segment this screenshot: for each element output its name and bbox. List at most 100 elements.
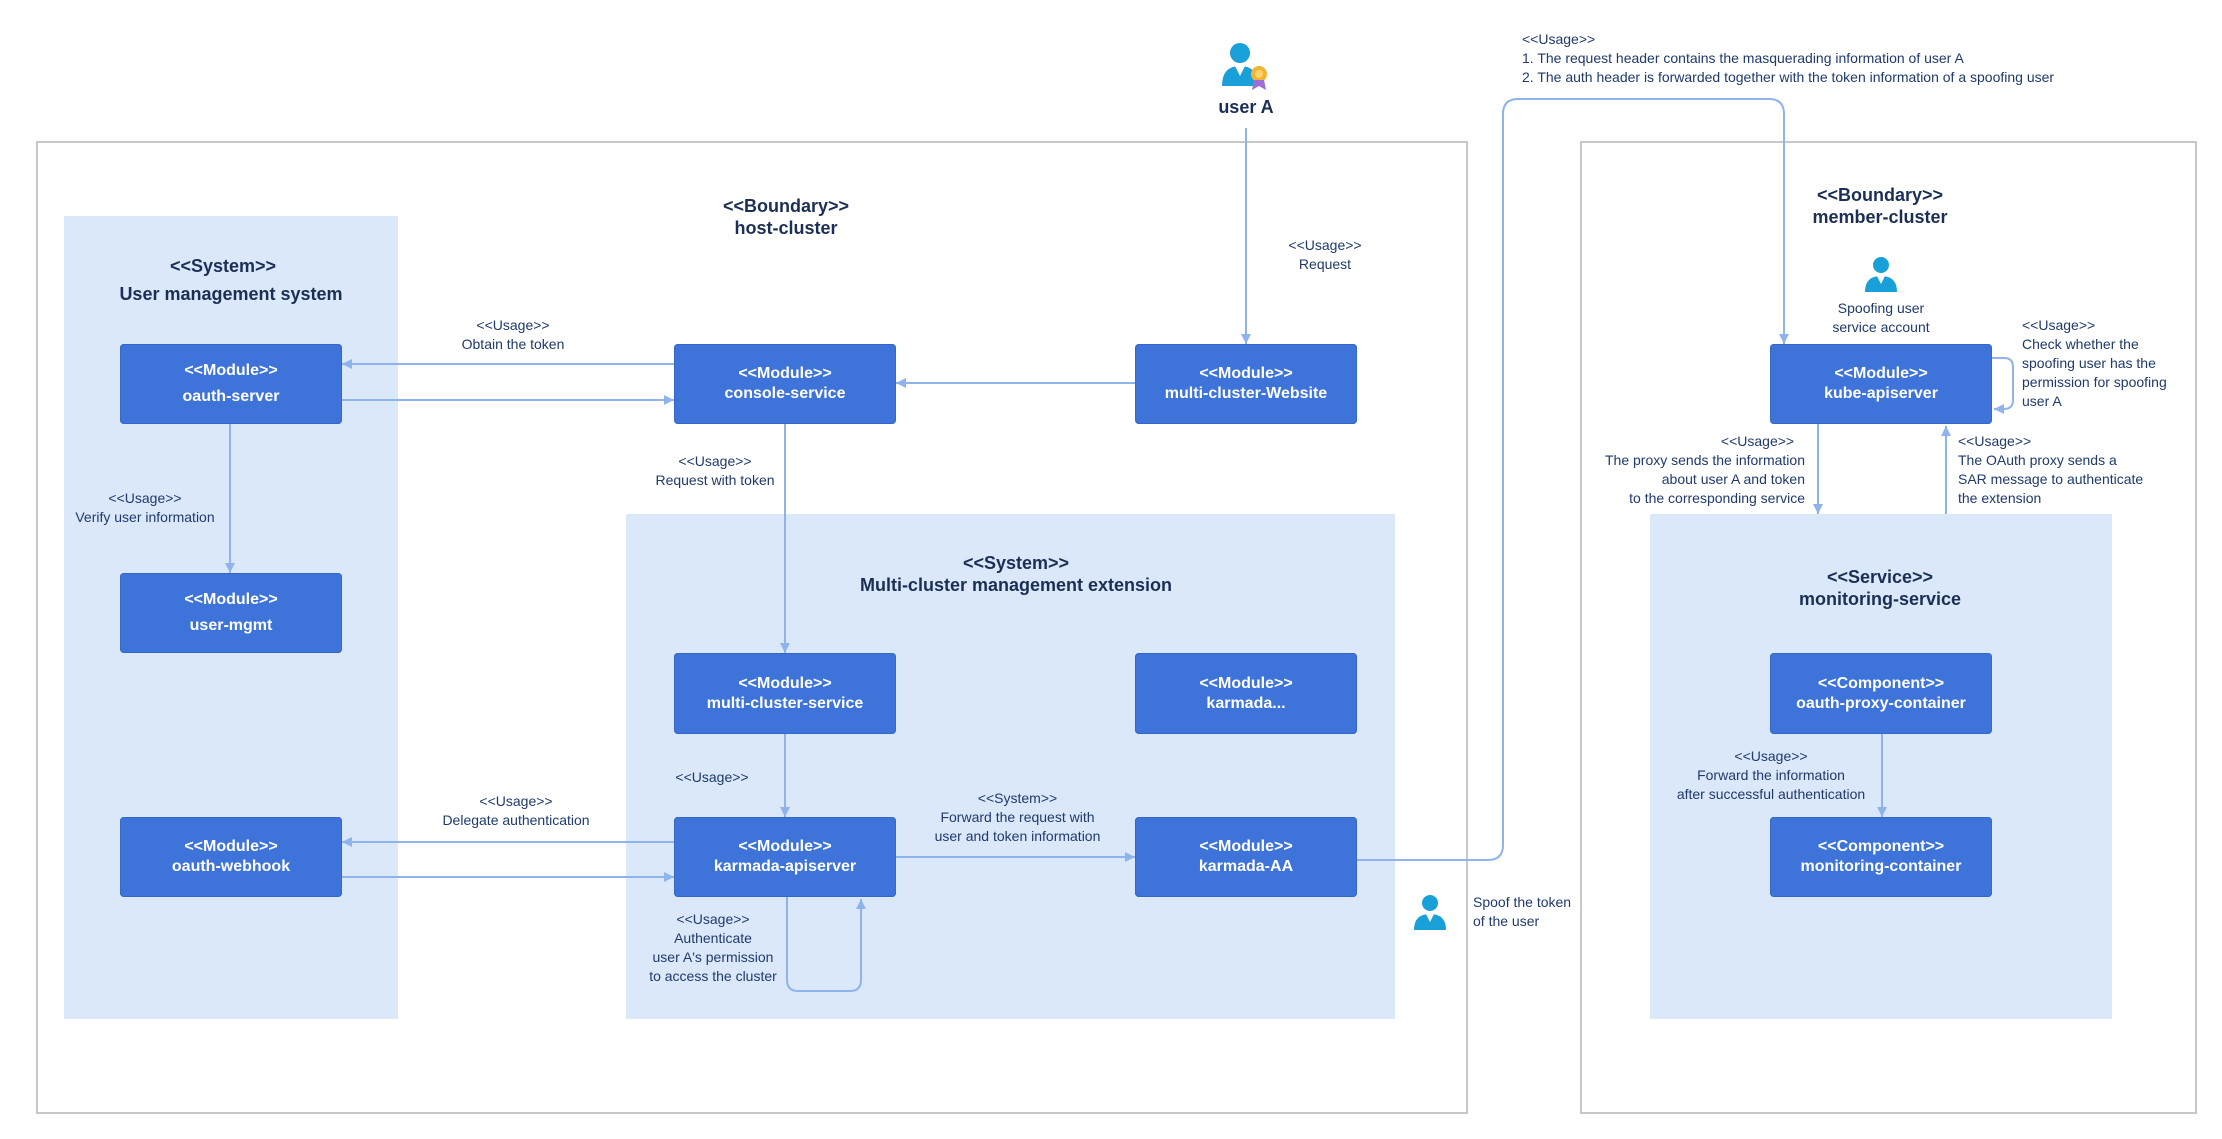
monitoring-container-component[interactable]: <<Component>> monitoring-container	[1770, 817, 1992, 897]
label-line: <<Usage>>	[476, 317, 550, 333]
label-line: The OAuth proxy sends a	[1958, 452, 2117, 468]
spoofing-user-icon	[1861, 254, 1901, 294]
forward-request-label: <<System>> Forward the request with user…	[920, 789, 1115, 846]
label-line: <<Usage>>	[678, 453, 752, 469]
obtain-token-label: <<Usage>> Obtain the token	[433, 316, 593, 354]
arrow-apiserver-self-loop	[786, 897, 866, 992]
label-line: Request	[1298, 256, 1352, 272]
host-cluster-name: host-cluster	[734, 218, 838, 238]
label-line: Request with token	[655, 472, 775, 488]
multi-cluster-website-module[interactable]: <<Module>> multi-cluster-Website	[1135, 344, 1357, 424]
label-line: <<Usage>>	[1734, 748, 1808, 764]
member-cluster-stereotype: <<Boundary>>	[1816, 185, 1944, 205]
label-line: user and token information	[934, 828, 1101, 844]
module-stereotype: <<Module>>	[184, 838, 278, 855]
spoofing-account-label: Spoofing user service account	[1816, 299, 1946, 337]
module-name: kube-apiserver	[1824, 385, 1938, 402]
label-line: Forward the information	[1697, 767, 1845, 783]
label-line: Authenticate	[674, 930, 752, 946]
check-spoof-label: <<Usage>> Check whether the spoofing use…	[2022, 316, 2167, 411]
monitoring-service-name: monitoring-service	[1798, 589, 1962, 609]
module-name: oauth-server	[182, 388, 280, 405]
top-usage-note: <<Usage>> 1. The request header contains…	[1522, 30, 2054, 87]
user-mgmt-system-stereotype: <<System>>	[169, 256, 277, 276]
proxy-sends-label: <<Usage>> The proxy sends the informatio…	[1590, 432, 1805, 508]
label-line: <<System>>	[977, 790, 1058, 806]
component-stereotype: <<Component>>	[1817, 674, 1945, 692]
module-name: karmada-AA	[1198, 858, 1294, 875]
label-line: Spoof the token	[1473, 894, 1572, 910]
label-line: spoofing user has the	[2022, 355, 2156, 371]
forward-info-label: <<Usage>> Forward the information after …	[1666, 747, 1876, 804]
oauth-webhook-module[interactable]: <<Module>> oauth-webhook	[120, 817, 342, 897]
label-line: user A's permission	[652, 949, 774, 965]
request-with-token-label: <<Usage>> Request with token	[640, 452, 790, 490]
module-stereotype: <<Module>>	[1199, 838, 1293, 855]
label-line: Delegate authentication	[442, 812, 590, 828]
label-line: <<Usage>>	[479, 793, 553, 809]
module-stereotype: <<Module>>	[184, 591, 278, 608]
kube-apiserver-module[interactable]: <<Module>> kube-apiserver	[1770, 344, 1992, 424]
module-stereotype: <<Module>>	[1199, 674, 1293, 692]
label-line: Verify user information	[75, 509, 215, 525]
label-line: Obtain the token	[461, 336, 565, 352]
module-stereotype: <<Module>>	[738, 674, 832, 692]
delegate-auth-label: <<Usage>> Delegate authentication	[426, 792, 606, 830]
spoof-token-label: Spoof the token of the user	[1473, 893, 1571, 931]
host-cluster-title: <<Boundary>> host-cluster	[686, 195, 886, 239]
label-line: to the corresponding service	[1629, 490, 1805, 506]
label-line: <<Usage>>	[2022, 317, 2096, 333]
module-name: karmada...	[1206, 694, 1286, 712]
label-line: The proxy sends the information	[1605, 452, 1805, 468]
oauth-proxy-container-component[interactable]: <<Component>> oauth-proxy-container	[1770, 653, 1992, 734]
note-line: <<Usage>>	[1522, 31, 1596, 47]
module-stereotype: <<Module>>	[738, 838, 832, 855]
label-line: Forward the request with	[940, 809, 1095, 825]
label-line: user A	[2022, 393, 2062, 409]
label-line: Spoofing user	[1837, 300, 1925, 316]
label-line: <<Usage>>	[1958, 433, 2032, 449]
module-name: multi-cluster-Website	[1164, 385, 1328, 402]
label-line: <<Usage>>	[675, 769, 749, 785]
host-cluster-boundary	[36, 141, 1468, 1114]
module-stereotype: <<Module>>	[1834, 365, 1928, 382]
mc-extension-stereotype: <<System>>	[962, 553, 1070, 573]
label-line: Check whether the	[2022, 336, 2139, 352]
label-line: of the user	[1473, 913, 1540, 929]
module-name: oauth-webhook	[171, 858, 291, 875]
karmada-aa-module[interactable]: <<Module>> karmada-AA	[1135, 817, 1357, 897]
karmada-truncated-module[interactable]: <<Module>> karmada...	[1135, 653, 1357, 734]
monitoring-service-stereotype: <<Service>>	[1826, 567, 1934, 587]
user-mgmt-system-title: <<System>> User management system	[81, 255, 381, 305]
label-line: the extension	[1958, 490, 2042, 506]
label-line: after successful authentication	[1676, 786, 1866, 802]
multi-cluster-service-module[interactable]: <<Module>> multi-cluster-service	[674, 653, 896, 734]
label-line: to access the cluster	[649, 968, 777, 984]
module-stereotype: <<Module>>	[1199, 365, 1293, 382]
label-line: service account	[1832, 319, 1930, 335]
module-stereotype: <<Module>>	[738, 365, 832, 382]
monitoring-service-title: <<Service>> monitoring-service	[1730, 566, 2030, 610]
member-cluster-boundary	[1580, 141, 2197, 1114]
spoof-token-user-icon	[1410, 892, 1450, 932]
module-name: multi-cluster-service	[706, 694, 864, 712]
oauth-server-module[interactable]: <<Module>> oauth-server	[120, 344, 342, 424]
karmada-apiserver-module[interactable]: <<Module>> karmada-apiserver	[674, 817, 896, 897]
host-cluster-stereotype: <<Boundary>>	[722, 196, 850, 216]
label-line: <<Usage>>	[1720, 433, 1795, 449]
mc-extension-name: Multi-cluster management extension	[859, 575, 1173, 595]
label-line: permission for spoofing	[2022, 374, 2167, 390]
label-line: about user A and token	[1661, 471, 1805, 487]
user-mgmt-module[interactable]: <<Module>> user-mgmt	[120, 573, 342, 653]
member-cluster-name: member-cluster	[1812, 207, 1948, 227]
multi-cluster-extension-area	[626, 514, 1395, 1019]
user-a-icon	[1218, 38, 1274, 94]
note-line: 1. The request header contains the masqu…	[1522, 50, 1964, 66]
label-line: <<Usage>>	[676, 911, 750, 927]
authenticate-label: <<Usage>> Authenticate user A's permissi…	[638, 910, 788, 986]
label-line: SAR message to authenticate	[1958, 471, 2144, 487]
request-label: <<Usage>> Request	[1280, 236, 1370, 274]
member-cluster-title: <<Boundary>> member-cluster	[1780, 184, 1980, 228]
console-service-module[interactable]: <<Module>> console-service	[674, 344, 896, 424]
